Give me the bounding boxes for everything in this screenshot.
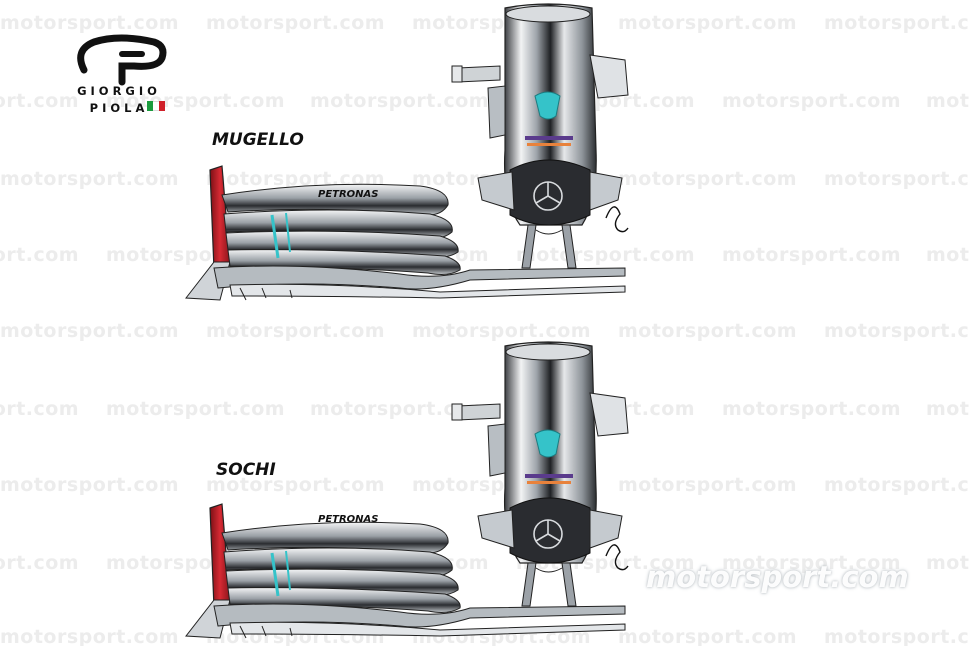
italian-flag-icon <box>147 101 165 111</box>
label-sochi: SOCHI <box>216 460 276 480</box>
giorgio-piola-logo-icon <box>77 34 167 86</box>
label-mugello: MUGELLO <box>212 130 304 150</box>
motorsport-watermark-large: motorsport.com <box>646 560 909 594</box>
logo-line-2: PIOLA <box>89 101 149 115</box>
artist-signature-icon <box>605 544 629 571</box>
logo-line-1: GIORGIO <box>77 84 161 98</box>
mugello-front-wing: PETRONAS <box>184 3 629 302</box>
svg-text:PETRONAS: PETRONAS <box>318 189 379 200</box>
giorgio-piola-logo: GIORGIO PIOLA <box>64 30 174 116</box>
artist-signature-icon <box>605 206 629 233</box>
svg-text:PETRONAS: PETRONAS <box>318 514 379 525</box>
sochi-front-wing: PETRONAS <box>184 341 629 640</box>
